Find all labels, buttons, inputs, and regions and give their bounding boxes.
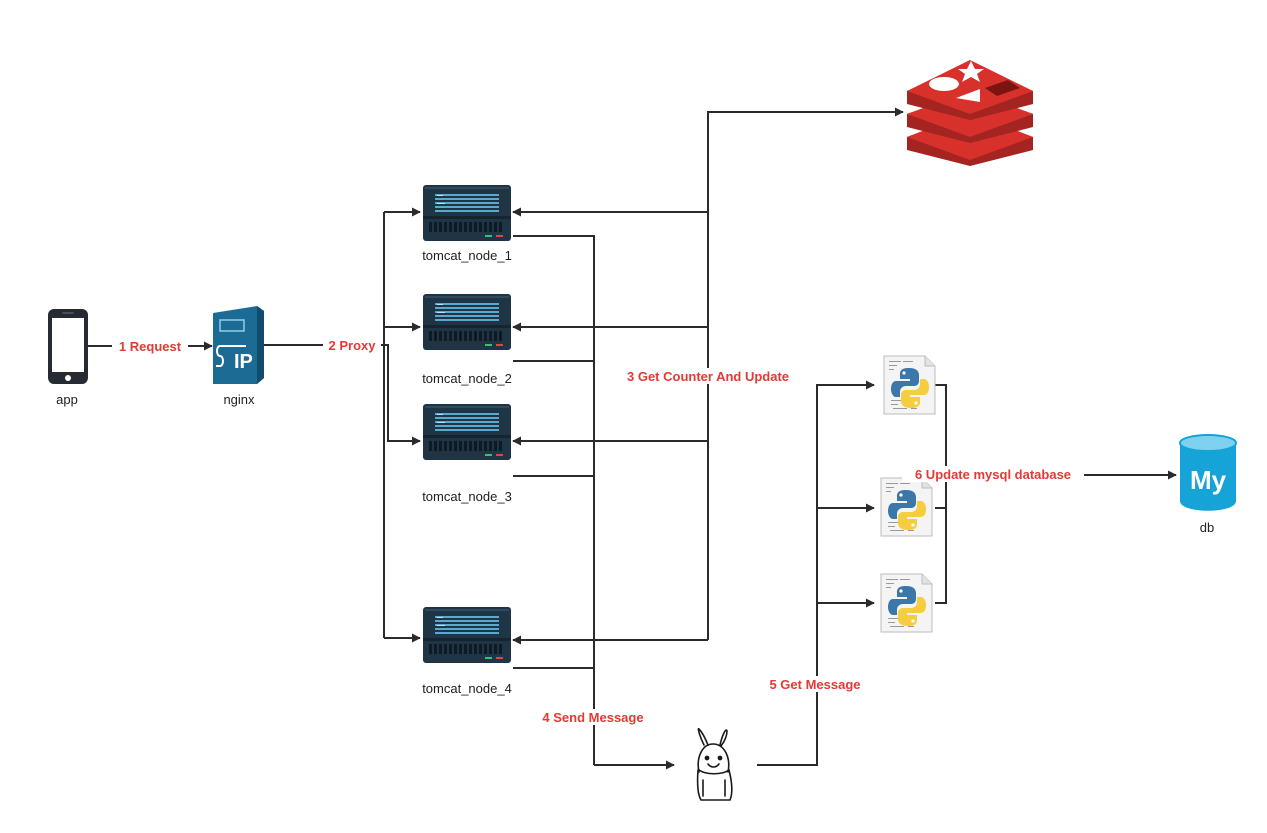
mysql-database-icon: My — [1179, 434, 1237, 511]
redis-icon — [907, 60, 1033, 166]
connections — [88, 107, 1177, 770]
edge-bus-redis — [707, 107, 904, 640]
edge-label-counter: 3 Get Counter And Update — [627, 369, 789, 384]
edge-label-update: 6 Update mysql database — [915, 467, 1071, 482]
tomcat-node-1-label: tomcat_node_1 — [422, 248, 512, 263]
edge-tomcat-1-mq — [513, 235, 595, 765]
tomcat-node-2-label: tomcat_node_2 — [422, 371, 512, 386]
tomcat-node-3-label: tomcat_node_3 — [422, 489, 512, 504]
python-worker-1 — [883, 355, 936, 415]
mysql-icon-text: My — [1190, 465, 1227, 495]
mysql-node: My db — [1179, 434, 1237, 535]
app-label: app — [56, 392, 78, 407]
edge-label-get: 5 Get Message — [769, 677, 860, 692]
nginx-icon-text: IP — [234, 351, 253, 373]
app-node: app — [48, 309, 88, 407]
tomcat-node-1: tomcat_node_1 — [422, 185, 512, 263]
edge-label-request: 1 Request — [119, 339, 182, 354]
python-worker-3 — [880, 573, 933, 633]
nginx-server-icon: IP — [213, 306, 264, 384]
python-worker-2 — [880, 477, 933, 537]
python-script-icon — [880, 477, 933, 537]
edge-proxy-tomcat-3 — [384, 344, 421, 446]
server-rack-icon — [423, 185, 511, 241]
python-bus — [935, 384, 947, 604]
tomcat-node-3: tomcat_node_3 — [422, 404, 512, 504]
nginx-node: IP nginx — [213, 306, 264, 407]
python-script-icon — [880, 573, 933, 633]
edge-label-proxy: 2 Proxy — [329, 338, 377, 353]
tomcat-node-2: tomcat_node_2 — [422, 294, 512, 386]
nginx-label: nginx — [223, 392, 255, 407]
smartphone-icon — [48, 309, 88, 384]
rabbit-mascot-icon — [696, 727, 733, 801]
server-rack-icon — [423, 404, 511, 460]
tomcat-node-4-label: tomcat_node_4 — [422, 681, 512, 696]
tomcat-node-4: tomcat_node_4 — [422, 607, 512, 696]
db-label: db — [1200, 520, 1214, 535]
edge-labels: 1 Request 2 Proxy 3 Get Counter And Upda… — [112, 337, 1084, 725]
server-rack-icon — [423, 607, 511, 663]
server-rack-icon — [423, 294, 511, 350]
python-script-icon — [883, 355, 936, 415]
edge-mq-python-1 — [757, 380, 875, 766]
edge-label-send: 4 Send Message — [542, 710, 643, 725]
